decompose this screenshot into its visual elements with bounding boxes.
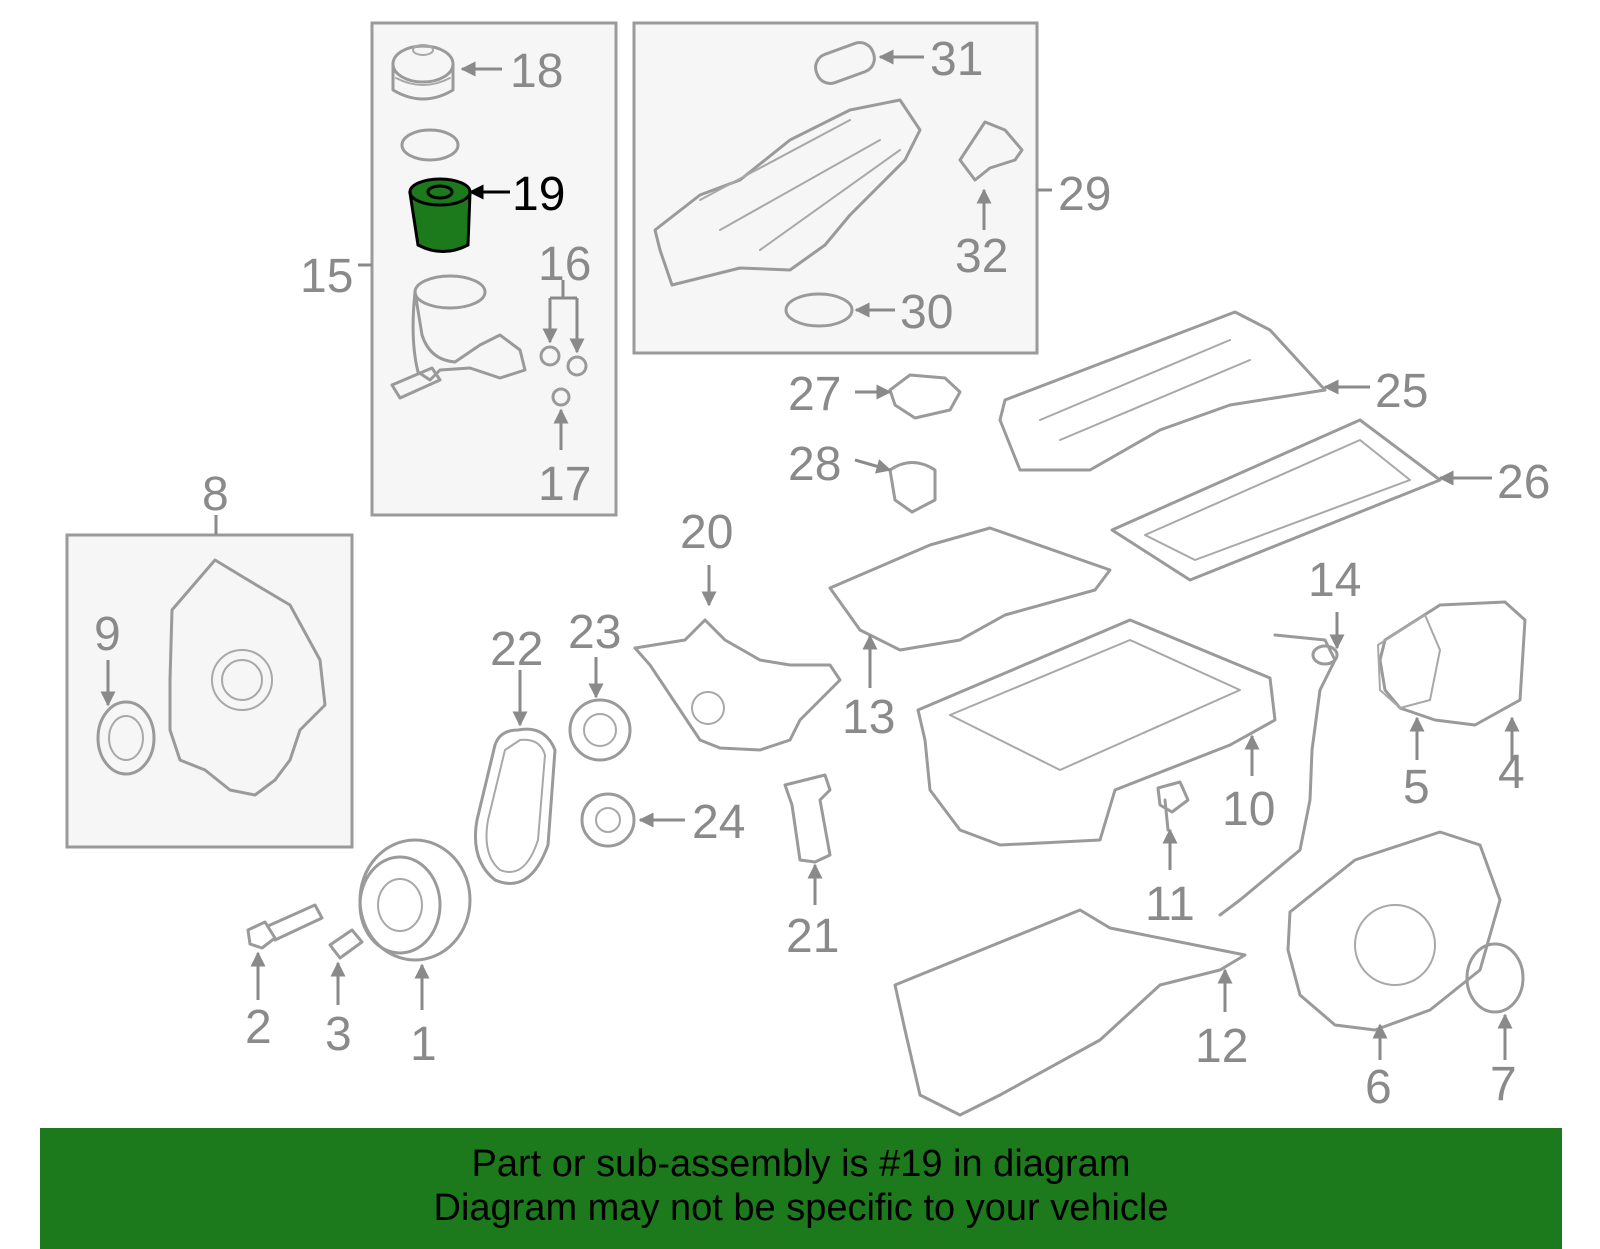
group-box-15 xyxy=(370,21,618,517)
part-17-washer xyxy=(551,387,571,407)
group-box-8 xyxy=(65,533,354,849)
part-9-seal xyxy=(96,700,156,776)
callout-31: 31 xyxy=(930,33,983,86)
part-12-oil-pan-lower xyxy=(893,908,1247,1117)
part-20-oil-pump xyxy=(633,618,842,752)
callout-28: 28 xyxy=(788,438,841,491)
callout-18: 18 xyxy=(510,45,563,98)
part-23-sprocket xyxy=(568,698,632,762)
callout-8: 8 xyxy=(202,468,229,521)
callout-32: 32 xyxy=(955,230,1008,283)
part-o-ring xyxy=(400,128,460,162)
callout-14: 14 xyxy=(1308,554,1361,607)
callout-29: 29 xyxy=(1058,168,1111,221)
part-25-valve-cover xyxy=(998,310,1327,472)
callout-1: 1 xyxy=(410,1018,437,1071)
callout-19: 19 xyxy=(512,168,565,221)
leader-lines xyxy=(100,49,1520,1060)
part-26-valve-cover-gasket xyxy=(1110,418,1442,582)
part-18-filter-cap xyxy=(391,44,455,101)
part-22-timing-chain xyxy=(473,727,557,885)
callout-30: 30 xyxy=(900,286,953,339)
part-6-rear-housing xyxy=(1286,830,1502,1032)
part-3-dowel xyxy=(328,928,364,960)
part-7-seal xyxy=(1465,942,1525,1014)
callout-15: 15 xyxy=(300,250,353,303)
callout-7: 7 xyxy=(1490,1058,1517,1111)
part-5-gasket xyxy=(1377,614,1441,709)
part-28-filler-neck xyxy=(888,461,937,514)
part-11-bolt xyxy=(1156,780,1190,832)
group-box-29 xyxy=(632,21,1039,355)
callout-13: 13 xyxy=(842,691,895,744)
callout-23: 23 xyxy=(568,606,621,659)
callout-5: 5 xyxy=(1403,761,1430,814)
part-2-bolt xyxy=(246,903,324,950)
part-27-cap xyxy=(888,373,962,420)
part-16-washer-b xyxy=(566,355,588,377)
callout-26: 26 xyxy=(1497,456,1550,509)
part-14-dipstick xyxy=(1218,633,1337,917)
callout-20: 20 xyxy=(680,506,733,559)
callout-16: 16 xyxy=(538,238,591,291)
callout-21: 21 xyxy=(786,910,839,963)
callout-10: 10 xyxy=(1222,783,1275,836)
part-19-filter-element xyxy=(408,177,472,253)
part-13-baffle xyxy=(828,526,1112,652)
callout-4: 4 xyxy=(1498,746,1525,799)
part-8-front-cover xyxy=(168,558,327,797)
part-16-washer-a xyxy=(539,345,561,367)
banner-line-1: Part or sub-assembly is #19 in diagram xyxy=(471,1143,1131,1185)
callout-27: 27 xyxy=(788,368,841,421)
callout-9: 9 xyxy=(94,608,121,661)
part-24-sprocket xyxy=(580,792,636,848)
callout-12: 12 xyxy=(1195,1020,1248,1073)
callout-25: 25 xyxy=(1375,365,1428,418)
part-10-oil-pan-upper xyxy=(916,618,1277,847)
part-32-sensor xyxy=(958,120,1024,182)
callout-3: 3 xyxy=(325,1008,352,1061)
callout-6: 6 xyxy=(1365,1061,1392,1114)
part-21-oil-pickup xyxy=(783,773,832,864)
part-30-seal xyxy=(784,292,854,328)
callout-11: 11 xyxy=(1145,878,1195,931)
callout-17: 17 xyxy=(538,458,591,511)
banner-line-2: Diagram may not be specific to your vehi… xyxy=(433,1187,1169,1229)
part-31-gasket xyxy=(814,41,876,85)
info-banner: Part or sub-assembly is #19 in diagram D… xyxy=(40,1128,1562,1249)
part-filter-housing xyxy=(390,274,527,400)
callout-22: 22 xyxy=(490,623,543,676)
part-1-crank-pulley xyxy=(358,838,472,962)
callout-24: 24 xyxy=(692,796,745,849)
callout-2: 2 xyxy=(245,1001,272,1054)
part-4-timing-cover xyxy=(1378,600,1527,727)
